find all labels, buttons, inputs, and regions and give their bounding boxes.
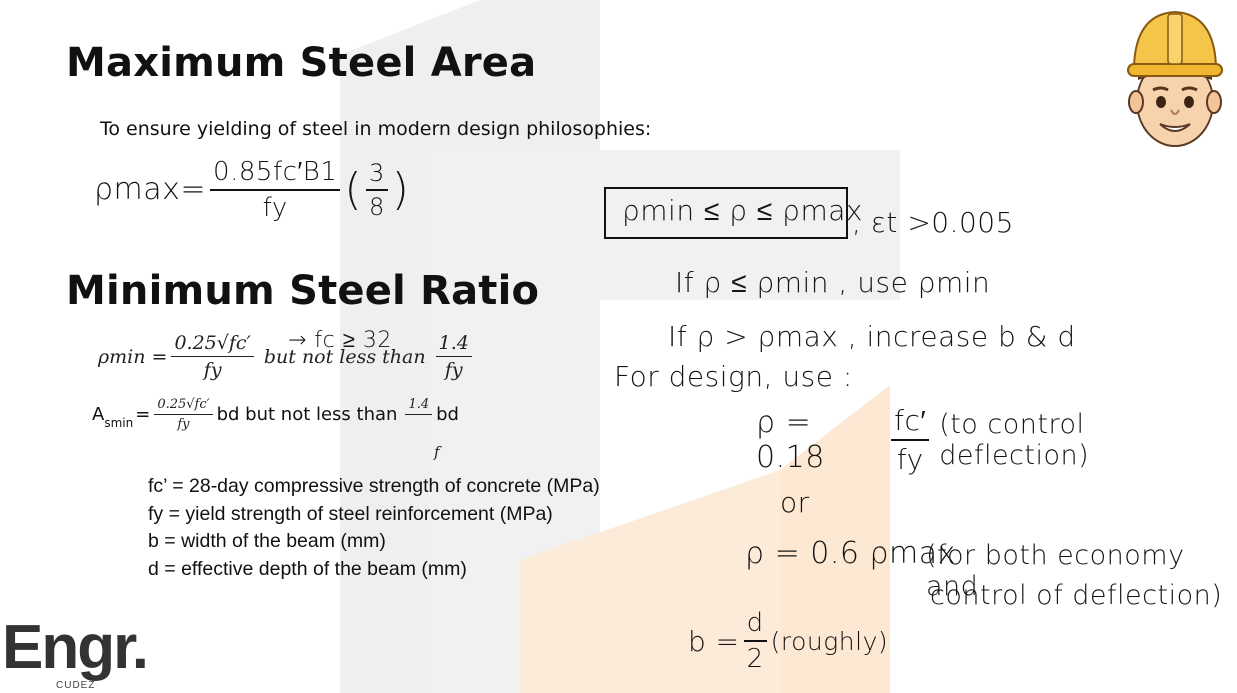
engineer-avatar-icon	[1127, 10, 1223, 147]
as-min-mid: bd but not less than	[216, 404, 398, 425]
as-min-numerator-2: 1.4	[405, 397, 433, 415]
eq3-lhs: b =	[688, 624, 740, 658]
design-eq-1: ρ = 0.18 fc′ fy (to control deflection)	[756, 404, 1237, 476]
eq3-denominator: 2	[746, 644, 764, 674]
rho-min-denominator-2: fy	[444, 359, 463, 381]
definition-fc: fc’ = 28-day compressive strength of con…	[148, 475, 600, 497]
rho-max-numerator: 0.85fc′B1	[210, 156, 341, 191]
as-min-formula: A smin = 0.25√fc′ fy bd but not less tha…	[92, 397, 459, 432]
rho-max-factor-den: 8	[369, 192, 385, 221]
eq3-note: (roughly)	[770, 626, 889, 656]
rho-max-denominator: fy	[262, 193, 288, 223]
rho-min-lhs: ρmin =	[98, 345, 168, 368]
design-eq-3: b = d 2 (roughly)	[688, 608, 888, 674]
eq2-note-line1: (for both economy and	[926, 540, 1185, 602]
rho-max-formula: ρmax= 0.85fc′B1 fy ( 3 8 )	[94, 156, 410, 223]
ratio-limit-text: ρmin ≤ ρ ≤ ρmax	[622, 194, 863, 227]
fc-annotation: → fc ≥ 32	[288, 328, 392, 353]
definition-d: d = effective depth of the beam (mm)	[148, 557, 467, 580]
title-maximum-steel-area: Maximum Steel Area	[66, 40, 537, 86]
rho-min-denominator: fy	[203, 359, 222, 381]
ratio-limit-box	[604, 187, 848, 239]
rho-min-note: but not less than	[263, 345, 426, 368]
eq1-note: (to control deflection)	[939, 409, 1090, 471]
as-min-denominator-2: f	[434, 443, 440, 461]
as-min-denominator: fy	[177, 417, 190, 432]
or-text: or	[780, 486, 810, 519]
engr-logo: Engr.	[2, 613, 149, 682]
design-heading: For design, use :	[614, 360, 853, 393]
eq2-note-line2: control of deflection)	[930, 580, 1223, 611]
as-min-numerator: 0.25√fc′	[154, 397, 213, 415]
engr-logo-sub: CUDEZ	[56, 680, 96, 691]
rule-max: If ρ > ρmax , increase b & d	[668, 320, 1076, 353]
rho-min-formula: ρmin = 0.25√fc′ fy but not less than 1.4…	[98, 332, 476, 381]
eq3-numerator: d	[743, 608, 767, 642]
eq1-lhs: ρ = 0.18	[756, 405, 825, 475]
eq1-denominator: fy	[896, 443, 924, 476]
rho-max-factor-num: 3	[366, 159, 388, 191]
rho-min-numerator: 0.25√fc′	[171, 332, 254, 357]
rule-min: If ρ ≤ ρmin , use ρmin	[675, 266, 991, 299]
strain-condition: , εt >0.005	[852, 206, 1014, 239]
intro-text: To ensure yielding of steel in modern de…	[100, 118, 652, 140]
as-min-end: bd	[436, 404, 459, 425]
as-min-lhs: A	[92, 404, 105, 425]
title-minimum-steel-ratio: Minimum Steel Ratio	[66, 268, 540, 314]
definition-fy: fy = yield strength of steel reinforceme…	[148, 502, 553, 525]
design-eq-2: ρ = 0.6 ρmax	[745, 536, 956, 571]
definitions-list: fc’ = 28-day compressive strength of con…	[148, 473, 600, 583]
as-min-eq: =	[135, 404, 151, 425]
eq1-numerator: fc′	[891, 404, 930, 441]
as-min-subscript: smin	[104, 415, 134, 430]
definition-b: b = width of the beam (mm)	[148, 530, 386, 552]
rho-min-numerator-2: 1.4	[435, 332, 472, 357]
rho-max-lhs: ρmax=	[94, 172, 207, 207]
